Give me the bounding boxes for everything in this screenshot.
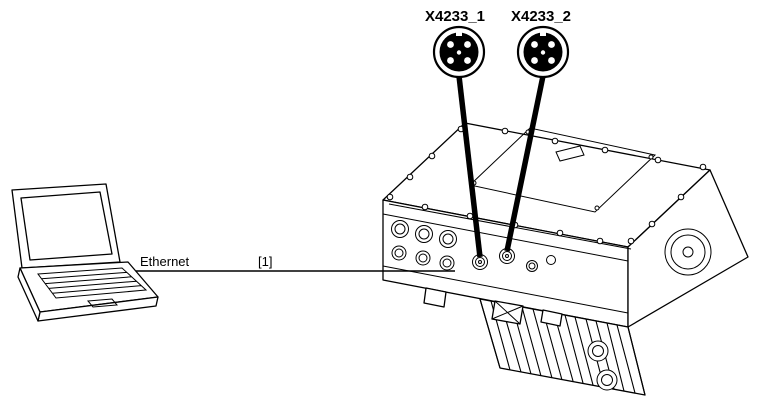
m12-connector-face-2: [516, 25, 570, 79]
knockout-circle: [592, 345, 604, 357]
leader-line-1: [456, 75, 483, 258]
keying-notch: [540, 31, 546, 36]
connector-port-x4233-2: [499, 248, 515, 264]
connector-port-x4233-1: [472, 254, 488, 270]
leader-line-2: [504, 75, 546, 252]
laptop-base-left-skirt: [17, 267, 41, 322]
drive-unit-icon: [382, 122, 749, 396]
cable-gland: [442, 258, 452, 268]
device-front-groove-bottom: [382, 265, 629, 314]
laptop-screen-display: [20, 191, 113, 261]
device-screws: [386, 125, 707, 245]
reference-label: [1]: [258, 254, 272, 269]
device-bottom-knockouts: [587, 340, 618, 391]
cable-gland: [546, 255, 556, 265]
ethernet-label: Ethernet: [140, 254, 190, 269]
connector-callout-2: X4233_2: [504, 8, 571, 252]
connector-pins: [447, 41, 471, 64]
laptop-touchpad: [87, 298, 118, 308]
device-front-connectors: [391, 220, 556, 272]
cable-gland: [394, 248, 404, 258]
connector-pins: [531, 41, 555, 64]
device-mounting-blocks: [423, 287, 563, 327]
device-front-groove-top: [382, 213, 629, 262]
m12-connector-face-1: [432, 25, 486, 79]
cable-gland: [394, 223, 406, 235]
cable-gland: [442, 233, 454, 245]
ethernet-connection: Ethernet [1]: [136, 254, 455, 272]
device-side-connector: [664, 228, 712, 276]
cable-gland: [418, 253, 428, 263]
connector2-label: X4233_2: [511, 8, 571, 25]
keying-notch: [456, 31, 462, 36]
connector1-label: X4233_1: [425, 8, 485, 25]
cable-gland: [528, 262, 536, 270]
laptop-keyboard: [37, 267, 148, 299]
cable-gland: [418, 228, 430, 240]
connector-callout-1: X4233_1: [425, 8, 486, 258]
knockout-circle: [601, 374, 613, 386]
laptop-icon: [11, 183, 159, 322]
